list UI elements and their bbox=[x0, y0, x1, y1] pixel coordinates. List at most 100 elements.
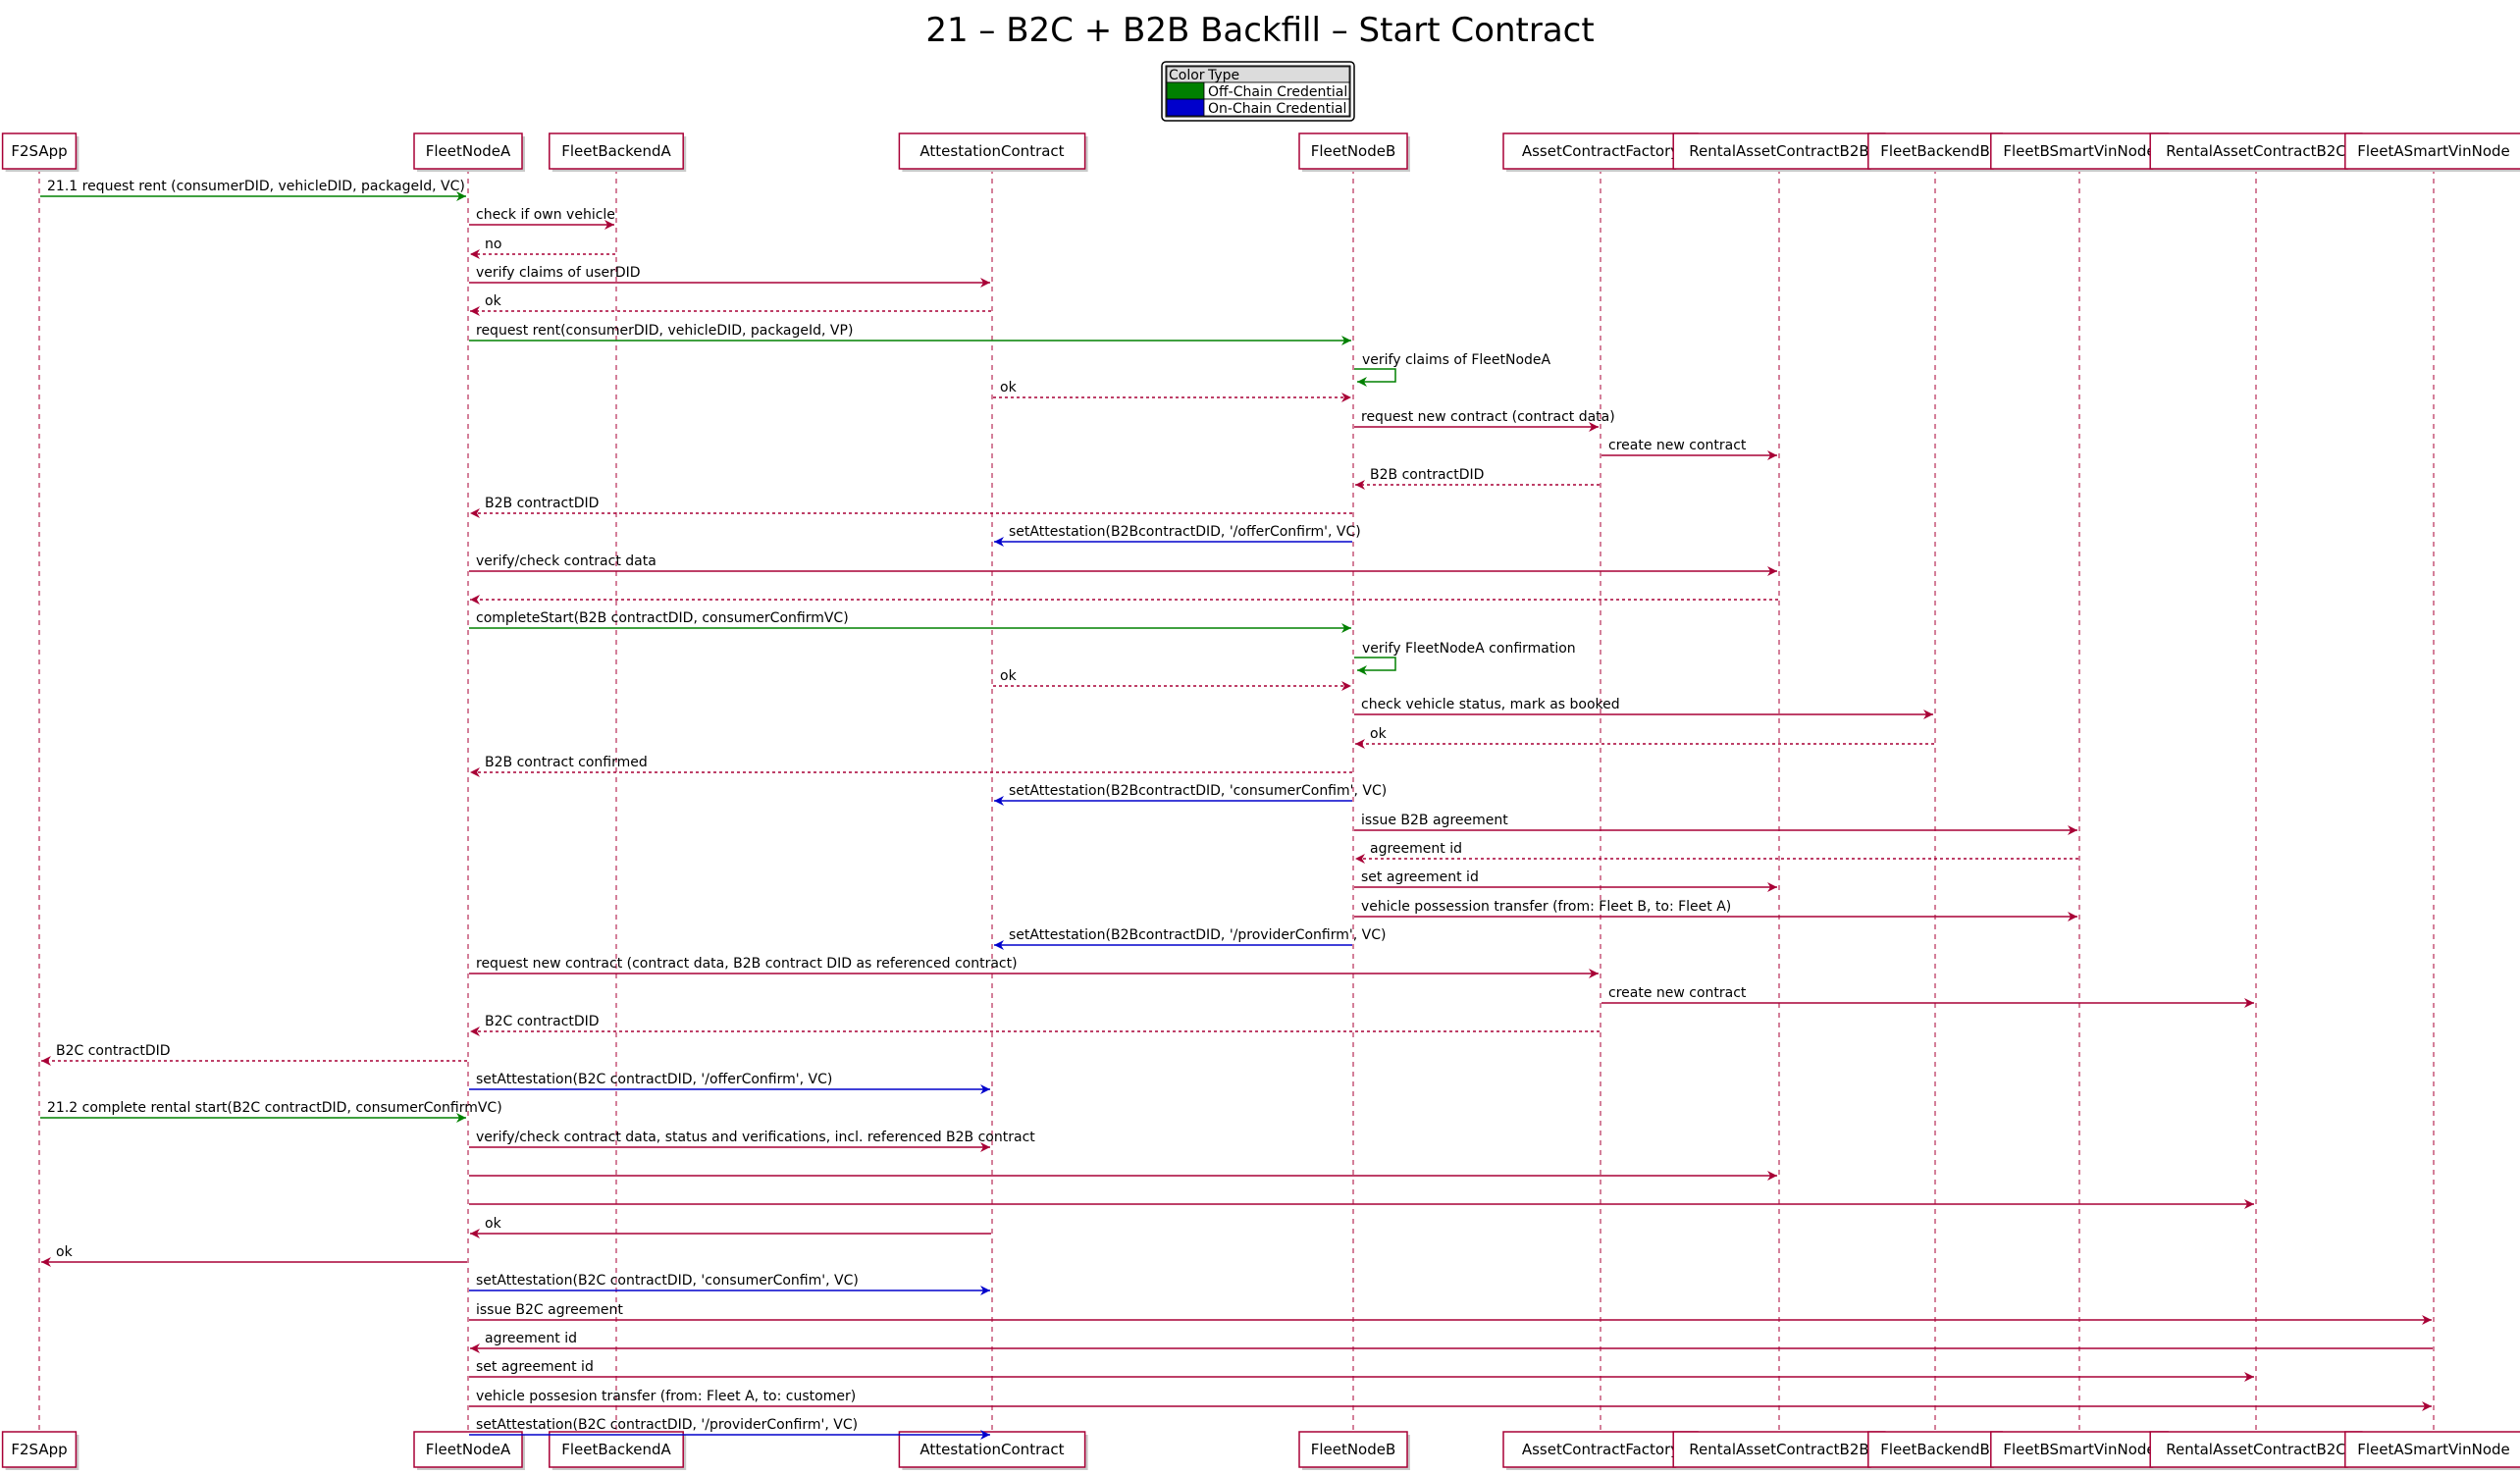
participant-box bbox=[1, 132, 78, 170]
legend: Color Type Off-Chain Credential On-Chain… bbox=[1161, 61, 1355, 122]
participant-label: FleetASmartVinNode bbox=[2357, 142, 2510, 160]
participant-box bbox=[1, 1431, 78, 1468]
message-26: vehicle possession transfer (from: Fleet… bbox=[1354, 899, 2077, 921]
message-label: ok bbox=[1370, 726, 1388, 742]
legend-header-color: Color bbox=[1169, 68, 1205, 83]
message-41: agreement id bbox=[470, 1331, 2433, 1353]
message-20: ok bbox=[1355, 726, 1934, 749]
message-label: ok bbox=[485, 293, 502, 309]
participant-label: FleetNodeB bbox=[1311, 1441, 1396, 1458]
message-label: request rent(consumerDID, vehicleDID, pa… bbox=[476, 323, 853, 339]
participant-top-F2SApp: F2SApp bbox=[1, 132, 79, 172]
participant-label: FleetBSmartVinNode bbox=[2003, 142, 2155, 160]
message-label: check vehicle status, mark as booked bbox=[1361, 697, 1620, 712]
legend-label-onchain: On-Chain Credential bbox=[1208, 101, 1346, 117]
message-label: verify claims of userDID bbox=[476, 265, 641, 281]
message-label: setAttestation(B2C contractDID, '/offerC… bbox=[476, 1072, 832, 1087]
participant-box bbox=[413, 1431, 523, 1468]
participant-bottom-FleetBackendB: FleetBackendB bbox=[1867, 1431, 2006, 1470]
participant-box bbox=[1298, 1431, 1408, 1468]
message-label: create new contract bbox=[1608, 985, 1747, 1001]
message-29: create new contract bbox=[1601, 985, 2254, 1008]
participant-bottom-FleetBackendA: FleetBackendA bbox=[549, 1431, 687, 1470]
message-label: 21.1 request rent (consumerDID, vehicleD… bbox=[47, 179, 465, 194]
message-32: setAttestation(B2C contractDID, '/offerC… bbox=[469, 1072, 990, 1094]
participant-box bbox=[1867, 132, 2003, 170]
message-label: B2B contract confirmed bbox=[485, 755, 648, 770]
message-5: ok bbox=[470, 293, 991, 316]
message-label: issue B2B agreement bbox=[1361, 813, 1508, 828]
message-label: setAttestation(B2BcontractDID, 'consumer… bbox=[1009, 783, 1387, 799]
participant-top-FleetBackendB: FleetBackendB bbox=[1867, 132, 2006, 172]
participant-top-FleetNodeB: FleetNodeB bbox=[1298, 132, 1410, 172]
message-11: B2B contractDID bbox=[1355, 467, 1600, 490]
participant-box bbox=[1672, 1431, 1886, 1468]
message-label: agreement id bbox=[485, 1331, 577, 1346]
participant-label: FleetNodeA bbox=[426, 142, 511, 160]
message-8: ok bbox=[993, 380, 1351, 402]
message-19: check vehicle status, mark as booked bbox=[1354, 697, 1933, 719]
message-label: setAttestation(B2C contractDID, '/provid… bbox=[476, 1417, 858, 1433]
message-label: ok bbox=[485, 1216, 502, 1232]
message-label: ok bbox=[56, 1244, 74, 1260]
message-1: 21.1 request rent (consumerDID, vehicleD… bbox=[40, 179, 466, 201]
message-37: ok bbox=[470, 1216, 991, 1238]
message-24: agreement id bbox=[1355, 841, 2078, 864]
message-27: setAttestation(B2BcontractDID, '/provide… bbox=[994, 927, 1386, 950]
message-label: ok bbox=[1000, 668, 1018, 684]
message-label: set agreement id bbox=[476, 1359, 594, 1375]
participant-top-FleetASmartVinNode: FleetASmartVinNode bbox=[2344, 132, 2520, 172]
message-label: vehicle possesion transfer (from: Fleet … bbox=[476, 1389, 856, 1404]
message-21: B2B contract confirmed bbox=[470, 755, 1352, 777]
message-22: setAttestation(B2BcontractDID, 'consumer… bbox=[994, 783, 1387, 806]
participant-bottom-FleetBSmartVinNode: FleetBSmartVinNode bbox=[1990, 1431, 2172, 1470]
participant-top-AssetContractFactory: AssetContractFactory bbox=[1502, 132, 1701, 172]
message-6: request rent(consumerDID, vehicleDID, pa… bbox=[469, 323, 1351, 345]
message-label: 21.2 complete rental start(B2C contractD… bbox=[47, 1100, 502, 1116]
participant-box bbox=[1672, 132, 1886, 170]
message-31: B2C contractDID bbox=[41, 1043, 467, 1066]
participant-label: FleetNodeB bbox=[1311, 142, 1396, 160]
message-25: set agreement id bbox=[1354, 869, 1777, 892]
participant-box bbox=[1502, 132, 1699, 170]
message-label: completeStart(B2B contractDID, consumerC… bbox=[476, 610, 849, 626]
participant-bottom-RentalAssetContractB2B: RentalAssetContractB2B bbox=[1672, 1431, 1888, 1470]
participant-label: FleetBackendB bbox=[1880, 1441, 1990, 1458]
message-17: verify FleetNodeA confirmation bbox=[1354, 641, 1576, 675]
message-23: issue B2B agreement bbox=[1354, 813, 2077, 835]
participant-bottom-FleetNodeA: FleetNodeA bbox=[413, 1431, 525, 1470]
participant-box bbox=[413, 132, 523, 170]
message-10: create new contract bbox=[1601, 438, 1777, 460]
message-label: create new contract bbox=[1608, 438, 1747, 453]
messages: 21.1 request rent (consumerDID, vehicleD… bbox=[40, 179, 2433, 1440]
message-label: verify/check contract data, status and v… bbox=[476, 1130, 1035, 1145]
participant-label: RentalAssetContractB2B bbox=[1689, 1441, 1868, 1458]
message-3: no bbox=[470, 237, 615, 259]
participant-box bbox=[1990, 1431, 2169, 1468]
participant-label: F2SApp bbox=[11, 142, 67, 160]
participant-label: AssetContractFactory bbox=[1522, 142, 1679, 160]
participant-top-FleetNodeA: FleetNodeA bbox=[413, 132, 525, 172]
participant-box bbox=[1990, 132, 2169, 170]
message-label: setAttestation(B2C contractDID, 'consume… bbox=[476, 1273, 859, 1289]
message-label: B2C contractDID bbox=[485, 1014, 600, 1029]
participant-box bbox=[549, 1431, 684, 1468]
message-label: setAttestation(B2BcontractDID, '/provide… bbox=[1009, 927, 1386, 943]
message-12: B2B contractDID bbox=[470, 496, 1352, 518]
message-label: setAttestation(B2BcontractDID, '/offerCo… bbox=[1009, 524, 1361, 540]
message-44: setAttestation(B2C contractDID, '/provid… bbox=[469, 1417, 990, 1440]
diagram-title: 21 – B2C + B2B Backfill – Start Contract bbox=[925, 11, 1594, 50]
legend-swatch-onchain bbox=[1166, 98, 1205, 117]
message-38: ok bbox=[41, 1244, 467, 1267]
message-18: ok bbox=[993, 668, 1351, 691]
participant-label: RentalAssetContractB2B bbox=[1689, 142, 1868, 160]
message-40: issue B2C agreement bbox=[469, 1302, 2432, 1325]
message-label: no bbox=[485, 237, 501, 252]
participant-box bbox=[2149, 1431, 2363, 1468]
participant-bottom-FleetASmartVinNode: FleetASmartVinNode bbox=[2344, 1431, 2520, 1470]
participant-top-FleetBSmartVinNode: FleetBSmartVinNode bbox=[1990, 132, 2172, 172]
participant-box bbox=[1298, 132, 1408, 170]
participant-box bbox=[1867, 1431, 2003, 1468]
